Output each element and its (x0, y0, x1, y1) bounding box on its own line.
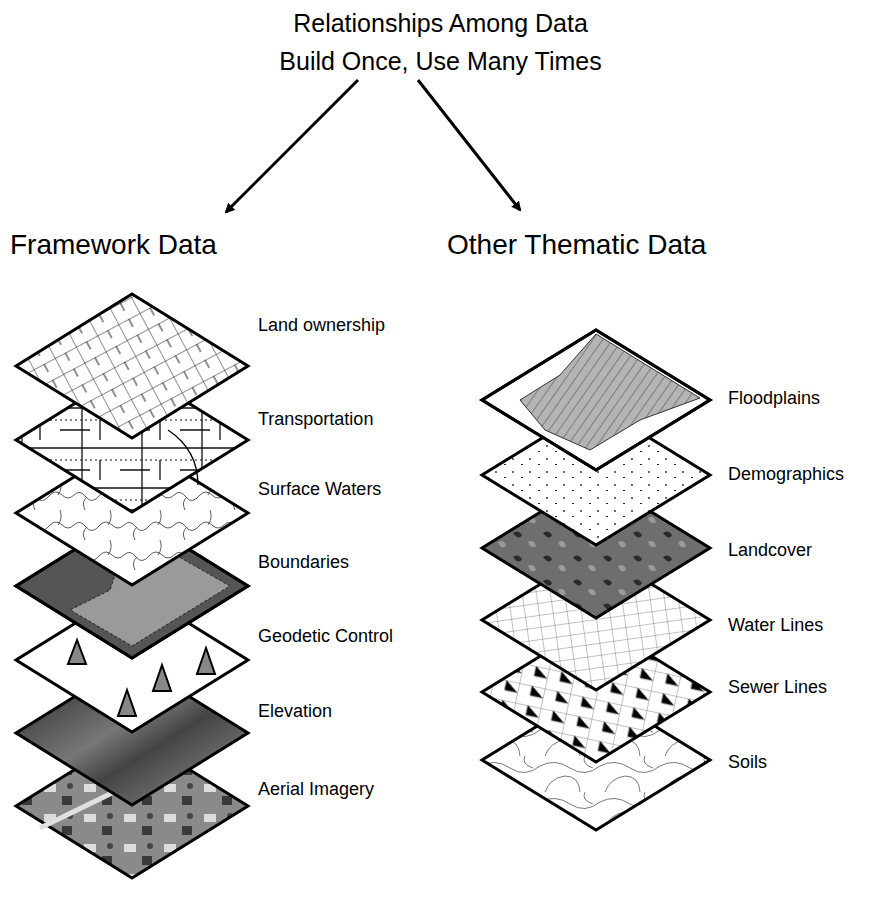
layer-name: Water Lines (728, 615, 823, 637)
flood-zone (520, 334, 700, 450)
layer-name: Demographics (728, 464, 844, 486)
layer-name: Elevation (258, 701, 332, 723)
diagram-title: Relationships Among Data (0, 8, 881, 38)
layer-name: Sewer Lines (728, 677, 827, 699)
layer-name: Boundaries (258, 552, 349, 574)
group-heading: Framework Data (10, 228, 217, 262)
layer-name: Floodplains (728, 388, 820, 410)
floodplains-outline (482, 330, 710, 470)
layer-name: Soils (728, 752, 767, 774)
layer-name: Land ownership (258, 315, 385, 337)
floodplains-layer (482, 330, 710, 470)
branch-arrow (226, 80, 358, 212)
group-heading: Other Thematic Data (447, 228, 706, 262)
subtitle: Build Once, Use Many Times (0, 46, 881, 76)
layer-name: Landcover (728, 540, 812, 562)
interchange-curve (168, 430, 198, 485)
layer-name: Transportation (258, 409, 373, 431)
layer-name: Surface Waters (258, 479, 381, 501)
layer-name: Geodetic Control (258, 626, 393, 648)
branch-arrow (418, 80, 520, 210)
layer-name: Aerial Imagery (258, 779, 374, 801)
land-ownership-layer (16, 294, 248, 438)
